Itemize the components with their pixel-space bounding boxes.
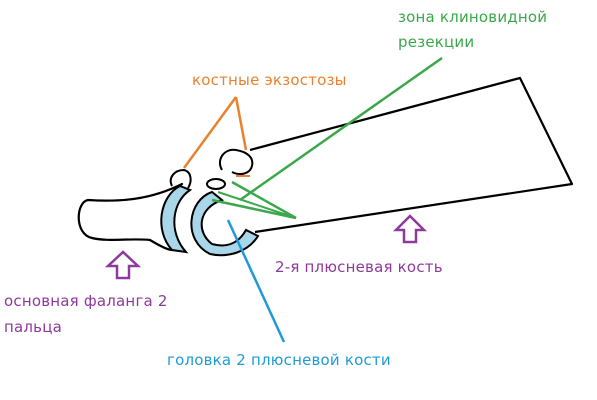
phalanx-label-line2: пальца (4, 318, 63, 336)
phalanx-arrow-icon (104, 250, 142, 280)
resection-zone-label-line2: резекции (398, 33, 475, 51)
exostosis-pointer-right (234, 96, 248, 151)
metatarsal-label: 2-я плюсневая кость (275, 258, 443, 276)
metatarsal-bone-outline (249, 76, 574, 234)
metatarsal-head-cartilage (190, 190, 260, 257)
exostoses-label: костные экзостозы (192, 71, 347, 89)
resection-zone-label: зона клиновидной резекции (398, 7, 547, 53)
exostosis-left (169, 168, 192, 189)
head-pointer-line (226, 219, 286, 343)
phalanx-bone-outline (77, 182, 184, 252)
exostosis-pointer-left (182, 96, 238, 169)
metatarsal-head-label: головка 2 плюсневой кости (167, 351, 391, 369)
phalanx-label: основная фаланга 2 пальца (4, 288, 168, 340)
resection-zone-label-line1: зона клиновидной (398, 8, 548, 26)
phalanx-base-cartilage (160, 184, 193, 254)
exostosis-right (218, 148, 254, 175)
exostosis-small-loop (206, 178, 226, 190)
resection-wedge-mid (217, 191, 297, 219)
resection-wedge-bottom (211, 198, 297, 220)
resection-wedge-top (231, 180, 297, 220)
phalanx-label-line1: основная фаланга 2 (4, 292, 168, 310)
metatarsal-arrow-icon (392, 214, 428, 244)
resection-pointer-line (239, 56, 443, 202)
